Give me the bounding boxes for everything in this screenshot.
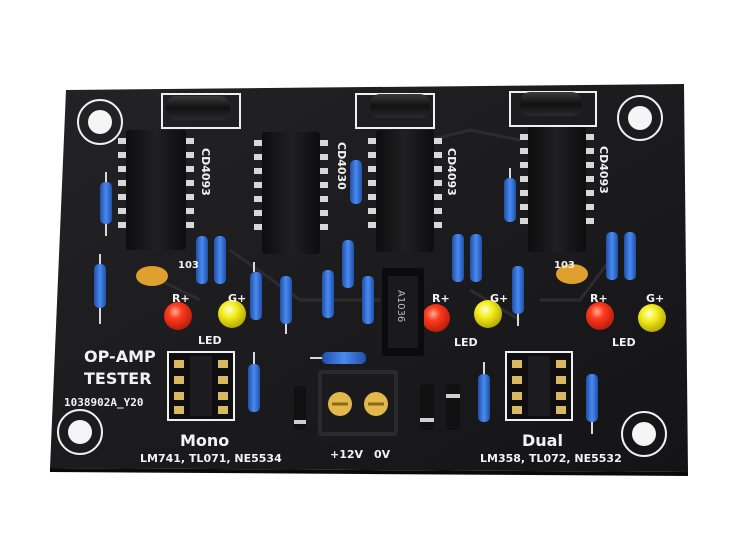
- mounting-hole-bottom-right: [621, 411, 667, 457]
- cap-value-2: 103: [554, 260, 575, 271]
- led-yellow-dual: [474, 300, 502, 328]
- power-zero-label: 0V: [374, 448, 391, 461]
- chip-label-3: CD4093: [445, 148, 458, 196]
- voltage-regulator: A1036: [382, 268, 424, 356]
- red-led-label-1: R+: [172, 292, 190, 305]
- green-led-label-2: G+: [490, 292, 508, 305]
- part-code: 1038902A_Y20: [64, 396, 143, 409]
- led-yellow-mono: [218, 300, 246, 328]
- led-red-mono: [164, 302, 192, 330]
- pcb-edge: [50, 468, 688, 476]
- ceramic-capacitor-1: 103: [136, 260, 199, 286]
- ic-socket-dual: [505, 351, 573, 421]
- dual-models: LM358, TL072, NE5532: [480, 452, 622, 465]
- green-led-label-1: G+: [228, 292, 246, 305]
- mono-label: Mono: [180, 431, 229, 450]
- ic-socket-mono: [167, 351, 235, 421]
- mounting-hole-top-right: [617, 95, 663, 141]
- led-yellow-dual-2: [638, 304, 666, 332]
- power-plus-label: +12V: [330, 448, 364, 461]
- led-red-dual: [422, 304, 450, 332]
- ic-chip-1: [118, 130, 194, 250]
- ic-chip-2: [254, 132, 328, 254]
- mounting-hole-top-left: [77, 99, 123, 145]
- red-led-label-3: R+: [590, 292, 608, 305]
- led-text-2: LED: [454, 336, 478, 349]
- resistor-group: [94, 160, 636, 422]
- dual-label: Dual: [522, 431, 563, 450]
- led-text-3: LED: [612, 336, 636, 349]
- ic-chip-3: [368, 130, 442, 252]
- regulator-marking: A1036: [395, 290, 406, 322]
- electrolytic-capacitor-3: [509, 91, 597, 127]
- power-terminal-block: [316, 370, 400, 442]
- red-led-label-2: R+: [432, 292, 450, 305]
- chip-label-4: CD4093: [597, 146, 610, 194]
- electrolytic-capacitor-2: [355, 93, 435, 129]
- diode-3: [446, 384, 460, 430]
- cap-value-1: 103: [178, 260, 199, 271]
- resistor-leads: [99, 168, 593, 434]
- chip-label-1: CD4093: [199, 148, 212, 196]
- chip-label-2: CD4030: [335, 142, 348, 190]
- diode-2: [420, 384, 434, 430]
- led-red-dual-2: [586, 302, 614, 330]
- ceramic-capacitor-2: 103: [554, 260, 588, 284]
- electrolytic-capacitor-1: [161, 93, 241, 129]
- led-text-1: LED: [198, 334, 222, 347]
- mono-models: LM741, TL071, NE5534: [140, 452, 282, 465]
- title-line-2: TESTER: [84, 369, 152, 388]
- green-led-label-3: G+: [646, 292, 664, 305]
- diode-1: [294, 386, 306, 430]
- title-line-1: OP-AMP: [84, 347, 156, 366]
- ic-chip-4: [520, 126, 594, 252]
- mounting-hole-bottom-left: [57, 409, 103, 455]
